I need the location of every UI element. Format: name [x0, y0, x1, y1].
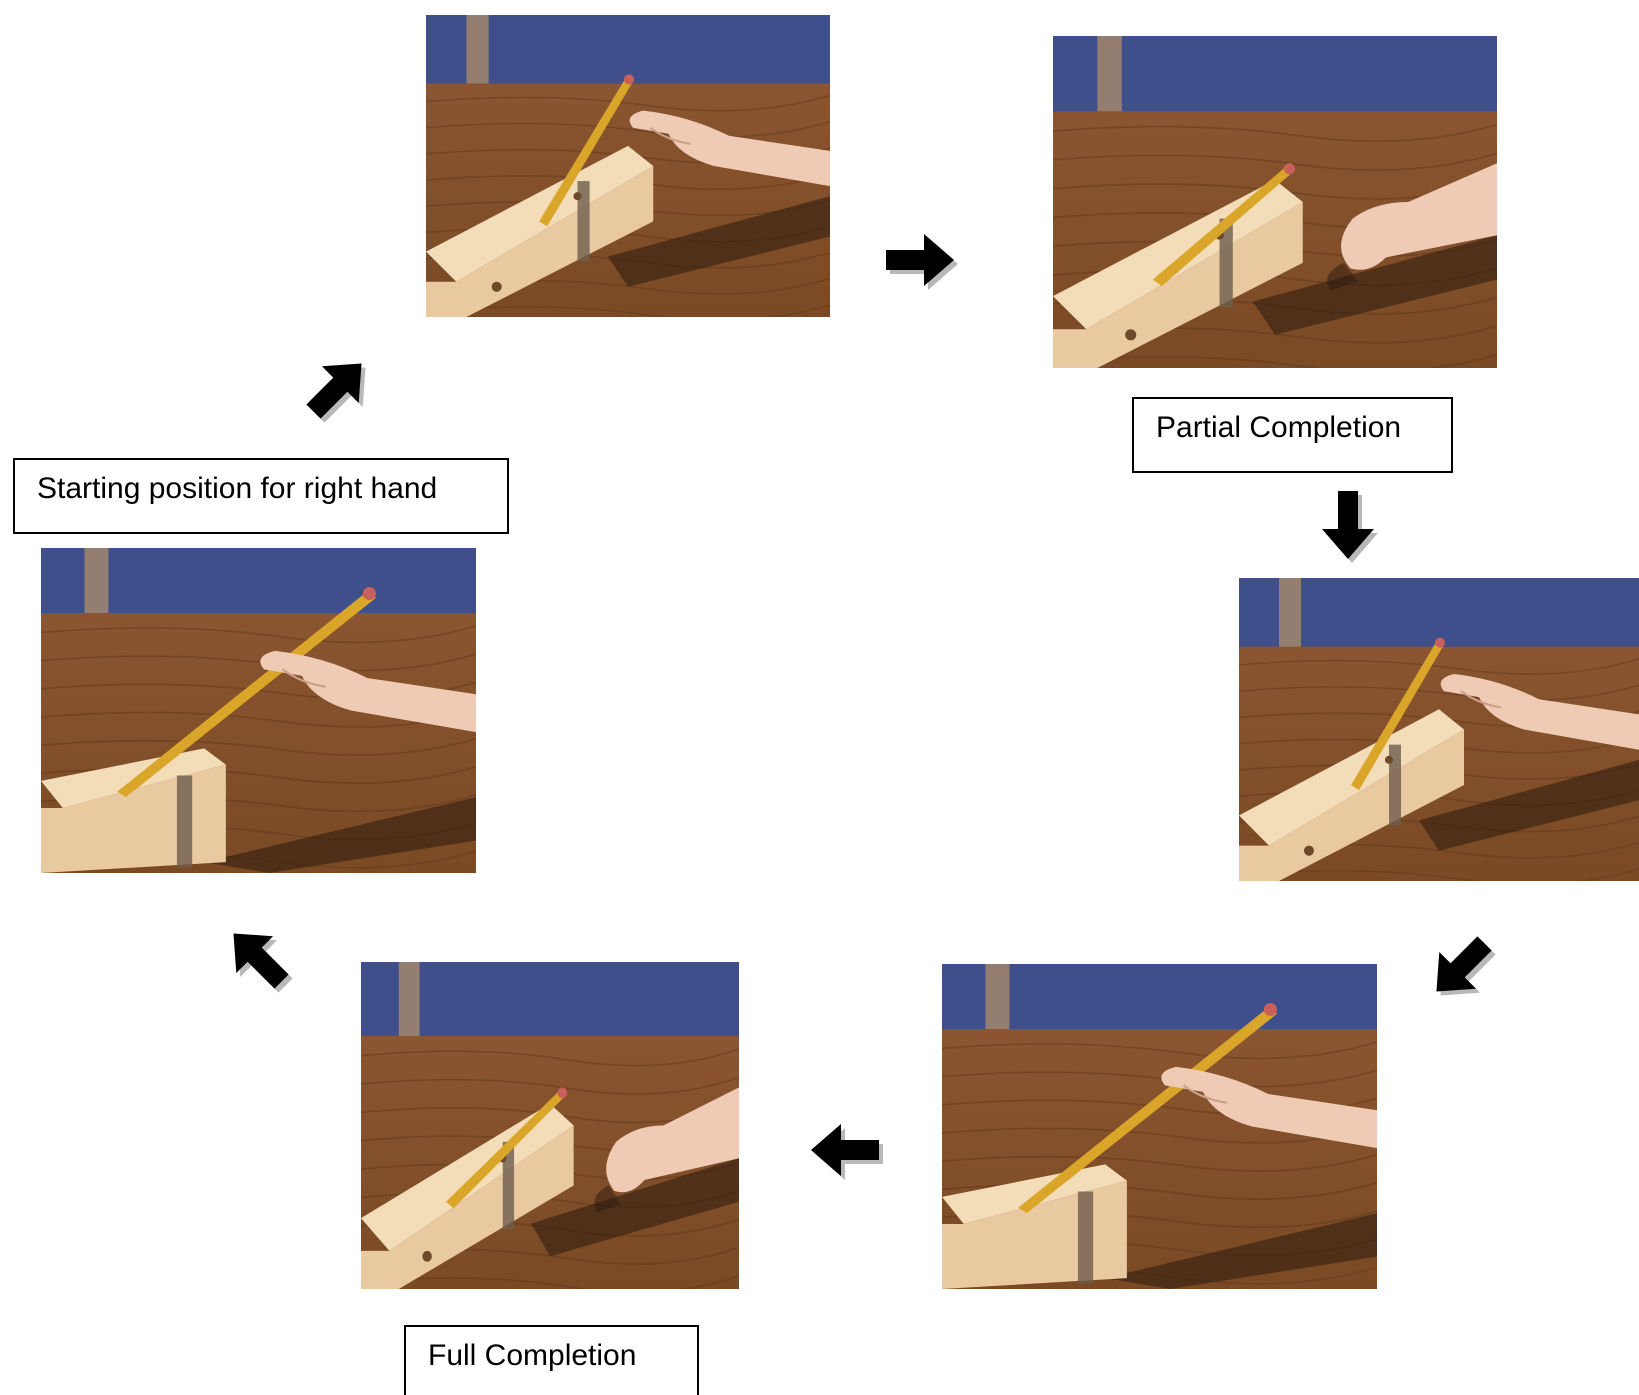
arrow-up-right-icon — [306, 363, 366, 423]
label-full-completion: Full Completion — [404, 1325, 699, 1395]
photo-step-right — [1239, 578, 1639, 881]
photo-step-left — [41, 548, 476, 873]
photo-step-top-right — [1053, 36, 1497, 368]
label-starting-position: Starting position for right hand — [13, 458, 509, 534]
arrow-down-left-icon — [1436, 936, 1496, 996]
label-partial-completion: Partial Completion — [1132, 397, 1453, 473]
photo-step-bottom-right — [942, 964, 1377, 1289]
photo-step-bottom-left — [361, 962, 739, 1289]
arrow-up-left-icon — [233, 933, 293, 993]
arrow-left-icon — [811, 1124, 883, 1180]
photo-step-top — [426, 15, 830, 317]
arrow-down-icon — [1322, 491, 1378, 563]
arrow-right-icon — [886, 234, 958, 290]
